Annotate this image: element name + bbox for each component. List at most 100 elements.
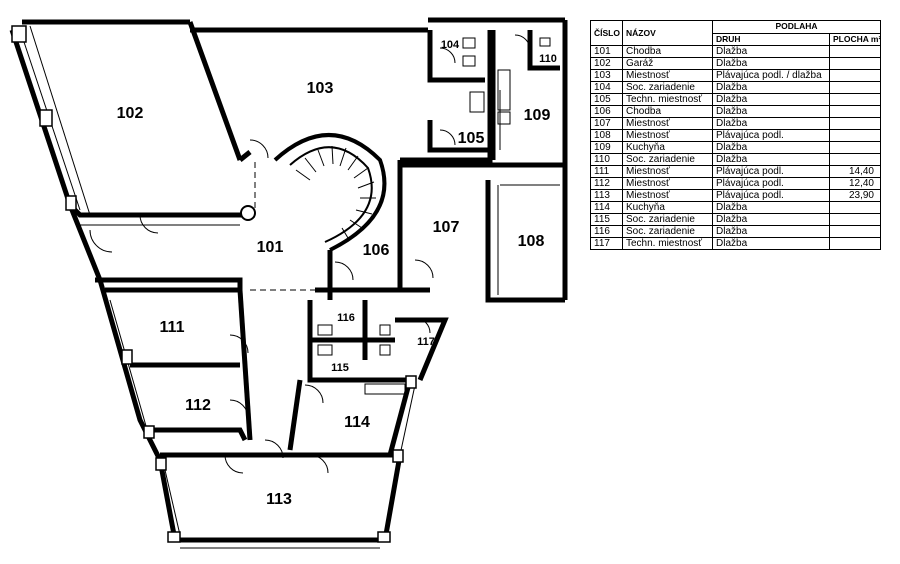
- legend-cell-druh: Dlažba: [712, 201, 830, 214]
- legend-cell-druh: Dlažba: [712, 225, 830, 238]
- legend-cell-druh: Plávajúca podl.: [712, 129, 830, 142]
- room-label-104: 104: [441, 39, 460, 51]
- legend-cell-nazov: Miestnosť: [622, 117, 713, 130]
- legend-cell-plocha: [829, 81, 881, 94]
- legend-cell-druh: Plávajúca podl.: [712, 177, 830, 190]
- legend-cell-nazov: Garáž: [622, 57, 713, 70]
- legend-cell-cislo: 105: [590, 93, 623, 106]
- legend-cell-nazov: Techn. miestnosť: [622, 237, 713, 250]
- legend-cell-druh: Dlažba: [712, 153, 830, 166]
- thin-lines: [19, 25, 560, 549]
- floor-plan: 101 102 103 104 105 106 107 108 109 110 …: [9, 17, 568, 549]
- room-label-113: 113: [266, 491, 292, 508]
- legend-cell-plocha: [829, 201, 881, 214]
- room-label-101: 101: [257, 239, 284, 256]
- room-label-110: 110: [539, 53, 557, 65]
- legend-cell-plocha: [829, 141, 881, 154]
- legend-header-podlaha: PODLAHA: [712, 20, 881, 34]
- legend-cell-cislo: 104: [590, 81, 623, 94]
- legend-cell-cislo: 109: [590, 141, 623, 154]
- legend-cell-plocha: [829, 45, 881, 58]
- legend-cell-cislo: 113: [590, 189, 623, 202]
- legend-cell-cislo: 106: [590, 105, 623, 118]
- legend-cell-druh: Dlažba: [712, 105, 830, 118]
- legend-cell-plocha: [829, 93, 881, 106]
- legend-cell-nazov: Miestnosť: [622, 189, 713, 202]
- legend-cell-cislo: 103: [590, 69, 623, 82]
- fixtures: [240, 37, 551, 395]
- legend-cell-cislo: 110: [590, 153, 623, 166]
- legend-header-nazov: NÁZOV: [622, 20, 713, 46]
- legend-header-cislo: ČÍSLO: [590, 20, 623, 46]
- legend-cell-nazov: Techn. miestnosť: [622, 93, 713, 106]
- room-labels: 101 102 103 104 105 106 107 108 109 110 …: [117, 39, 557, 508]
- room-label-106: 106: [363, 242, 390, 259]
- legend-cell-plocha: 14,40: [829, 165, 881, 178]
- legend-cell-plocha: [829, 57, 881, 70]
- room-label-103: 103: [307, 80, 334, 97]
- legend-cell-druh: Dlažba: [712, 237, 830, 250]
- windows: [11, 25, 417, 543]
- legend-cell-plocha: [829, 237, 881, 250]
- legend-cell-cislo: 114: [590, 201, 623, 214]
- legend-cell-druh: Plávajúca podl. / dlažba: [712, 69, 830, 82]
- legend-cell-cislo: 102: [590, 57, 623, 70]
- room-label-102: 102: [117, 105, 144, 122]
- legend-cell-nazov: Soc. zariadenie: [622, 225, 713, 238]
- legend-cell-nazov: Kuchyňa: [622, 201, 713, 214]
- legend-cell-cislo: 101: [590, 45, 623, 58]
- legend-cell-nazov: Soc. zariadenie: [622, 153, 713, 166]
- legend-cell-plocha: 23,90: [829, 189, 881, 202]
- stair-treads: [295, 145, 376, 239]
- legend-cell-druh: Dlažba: [712, 81, 830, 94]
- legend-cell-cislo: 112: [590, 177, 623, 190]
- room-label-112: 112: [185, 397, 211, 414]
- legend-cell-nazov: Miestnosť: [622, 69, 713, 82]
- legend-cell-druh: Dlažba: [712, 141, 830, 154]
- legend-cell-plocha: [829, 213, 881, 226]
- legend-cell-druh: Dlažba: [712, 45, 830, 58]
- room-label-111: 111: [160, 319, 185, 336]
- legend-cell-cislo: 116: [590, 225, 623, 238]
- legend-cell-druh: Plávajúca podl.: [712, 165, 830, 178]
- legend-cell-nazov: Miestnosť: [622, 177, 713, 190]
- legend-header-druh: DRUH: [712, 32, 830, 46]
- legend-cell-cislo: 115: [590, 213, 623, 226]
- legend-cell-cislo: 107: [590, 117, 623, 130]
- room-label-114: 114: [344, 414, 370, 431]
- legend-header-plocha: PLOCHA m²: [829, 32, 881, 46]
- legend-cell-nazov: Miestnosť: [622, 129, 713, 142]
- room-label-108: 108: [518, 233, 545, 250]
- room-label-107: 107: [433, 219, 460, 236]
- legend-cell-cislo: 117: [590, 237, 623, 250]
- legend-cell-druh: Dlažba: [712, 117, 830, 130]
- legend-cell-druh: Dlažba: [712, 93, 830, 106]
- legend-cell-plocha: [829, 225, 881, 238]
- legend-cell-nazov: Chodba: [622, 105, 713, 118]
- legend-cell-nazov: Kuchyňa: [622, 141, 713, 154]
- room-label-115: 115: [331, 362, 349, 374]
- legend-cell-plocha: 12,40: [829, 177, 881, 190]
- legend-cell-nazov: Miestnosť: [622, 165, 713, 178]
- room-label-116: 116: [337, 312, 355, 324]
- legend-cell-plocha: [829, 153, 881, 166]
- legend-cell-cislo: 111: [590, 165, 623, 178]
